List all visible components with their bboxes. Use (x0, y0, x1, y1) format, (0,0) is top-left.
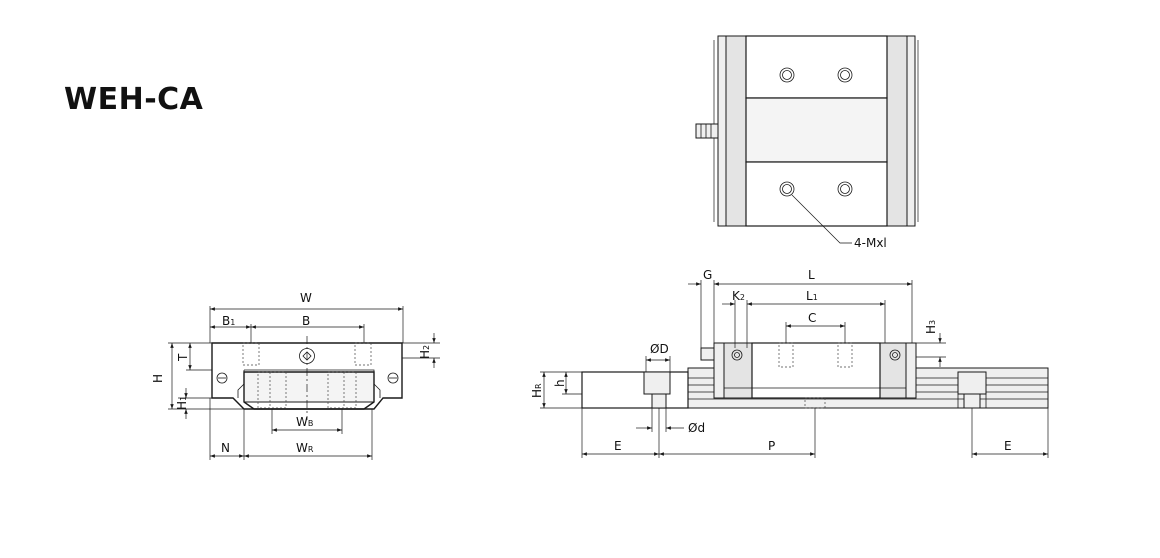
label-N: N (221, 441, 230, 455)
label-H: H (151, 374, 165, 383)
label-mounting-holes: 4-Mxl (854, 236, 887, 250)
label-WB-sub: B (308, 419, 314, 428)
label-L1-sub: 1 (813, 293, 818, 302)
front-view-dimensions: W B1 B H T H1 H2 WB (151, 291, 440, 460)
page-title: WEH-CA (64, 82, 204, 117)
label-WR-sub: R (308, 445, 314, 454)
label-K2-sub: 2 (740, 293, 745, 302)
top-view (695, 35, 919, 244)
label-WR: W (296, 441, 308, 455)
label-E-right: E (1004, 439, 1012, 453)
label-d: Ød (688, 421, 705, 435)
label-H3-sub: 3 (928, 320, 937, 325)
label-L: L (808, 268, 815, 282)
label-H2: H (418, 350, 432, 359)
label-HR-sub: R (534, 383, 543, 389)
svg-text:H1: H1 (175, 396, 189, 410)
label-W: W (300, 291, 312, 305)
svg-text:H2: H2 (418, 345, 432, 359)
label-WB: W (296, 415, 308, 429)
label-P: P (768, 439, 775, 453)
side-view (581, 342, 1049, 409)
label-G: G (703, 268, 712, 282)
mounting-hole-icon (779, 67, 853, 197)
side-view-dimensions: G L K2 L1 C H3 ØD HR h (530, 268, 1049, 458)
label-C: C (808, 311, 816, 325)
svg-text:L1: L1 (806, 289, 818, 303)
label-H2-sub: 2 (422, 345, 431, 350)
label-D: ØD (650, 342, 669, 356)
label-B1-sub: 1 (230, 318, 235, 327)
label-H1: H (175, 401, 189, 410)
label-T: T (176, 353, 190, 362)
label-K2: K (732, 289, 741, 303)
svg-text:HR: HR (530, 383, 544, 398)
svg-text:H3: H3 (924, 320, 938, 334)
label-HR: H (530, 389, 544, 398)
label-B: B (302, 314, 310, 328)
label-H3: H (924, 325, 938, 334)
svg-text:WR: WR (296, 441, 314, 455)
svg-text:WB: WB (296, 415, 313, 429)
front-view (211, 336, 403, 420)
label-B1: B (222, 314, 230, 328)
svg-text:B1: B1 (222, 314, 235, 328)
svg-text:K2: K2 (732, 289, 745, 303)
label-H1-sub: 1 (179, 396, 188, 401)
label-h: h (553, 379, 567, 387)
label-L1: L (806, 289, 813, 303)
label-E-left: E (614, 439, 622, 453)
